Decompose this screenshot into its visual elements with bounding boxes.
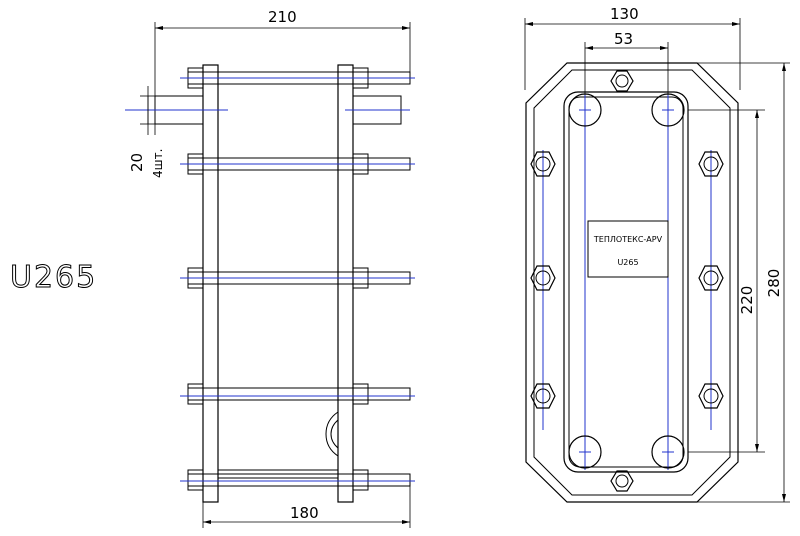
guide-bar xyxy=(217,469,339,479)
side-view: 210 20 4шт. xyxy=(125,8,415,528)
arrow-right-180 xyxy=(402,520,410,524)
plate-pack xyxy=(563,91,689,473)
arrow-280-bottom xyxy=(782,494,786,502)
bolt-nut xyxy=(698,265,724,291)
arrow-53-left xyxy=(585,46,593,50)
dim-text-130: 130 xyxy=(610,5,639,23)
support-roller-inner xyxy=(330,419,339,449)
arrow-53-right xyxy=(660,46,668,50)
arrow-220-bottom xyxy=(755,444,759,452)
front-view: 130 53 xyxy=(524,5,790,503)
support-roller xyxy=(325,411,339,457)
bolt-nut xyxy=(610,70,634,92)
dim-text-220: 220 xyxy=(738,286,756,315)
dim-text-280: 280 xyxy=(765,269,783,298)
nameplate xyxy=(587,220,669,278)
arrow-220-top xyxy=(755,110,759,118)
dim-text-qty: 4шт. xyxy=(151,149,165,178)
bolt-nut xyxy=(698,151,724,177)
dim-text-210: 210 xyxy=(268,8,297,26)
frame-inner xyxy=(533,69,731,496)
nameplate-line2: U265 xyxy=(617,258,638,267)
tie-bolt xyxy=(180,153,415,175)
tie-bolt xyxy=(180,469,415,491)
bolt-nut xyxy=(530,265,556,291)
tie-bolt xyxy=(180,67,415,89)
arrow-left-180 xyxy=(203,520,211,524)
arrow-130-left xyxy=(525,22,533,26)
port-top-right xyxy=(651,93,685,127)
dim-text-53: 53 xyxy=(614,30,633,48)
nameplate-line1: ТЕПЛОТЕКС-АРV xyxy=(593,235,663,244)
port-top-left xyxy=(568,93,602,127)
dim-text-20: 20 xyxy=(128,153,146,172)
port-bottom-right xyxy=(651,435,685,469)
arrow-280-top xyxy=(782,63,786,71)
bolt-nut xyxy=(610,470,634,492)
arrow-left xyxy=(155,26,163,30)
bolt-nut xyxy=(698,383,724,409)
tie-bolt xyxy=(180,383,415,405)
dim-text-180: 180 xyxy=(290,504,319,522)
arrow-right xyxy=(402,26,410,30)
plate-pack-inner xyxy=(568,96,684,468)
bolt-nut xyxy=(530,151,556,177)
port-bottom-left xyxy=(568,435,602,469)
model-label: U265 xyxy=(10,260,97,295)
bolt-nut xyxy=(530,383,556,409)
arrow-130-right xyxy=(732,22,740,26)
tie-bolt xyxy=(180,267,415,289)
